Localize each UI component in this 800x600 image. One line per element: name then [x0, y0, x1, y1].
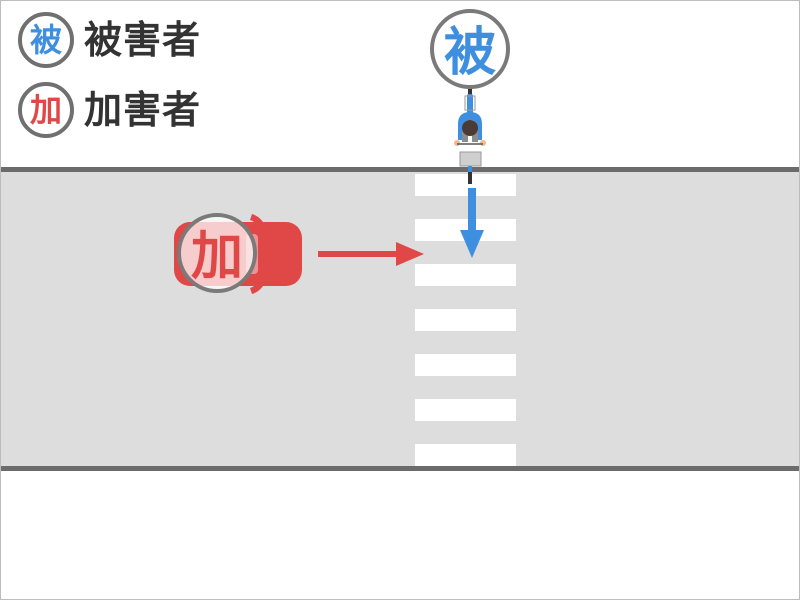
legend-offender-label: 加害者	[84, 88, 202, 132]
victim-direction-arrow	[460, 188, 484, 258]
crosswalk-stripe	[415, 444, 516, 466]
offender-badge: 加	[177, 213, 257, 293]
offender-badge-text: 加	[191, 227, 243, 287]
legend-victim-label: 被害者	[84, 18, 202, 62]
crosswalk-stripe	[415, 399, 516, 421]
road-edge-top	[1, 167, 799, 172]
legend-victim-badge-text: 被	[29, 21, 62, 59]
road-edge-bottom	[1, 466, 799, 471]
legend-victim: 被 被害者	[18, 12, 201, 68]
crosswalk-stripe	[415, 309, 516, 331]
legend-offender-badge-text: 加	[29, 91, 62, 129]
victim-bicycle	[454, 84, 486, 184]
legend-offender-badge: 加	[18, 82, 74, 138]
victim-badge-text: 被	[444, 23, 496, 83]
crosswalk	[415, 174, 516, 466]
crosswalk-stripe	[415, 174, 516, 196]
crosswalk-stripe	[415, 354, 516, 376]
legend-offender: 加 加害者	[18, 82, 201, 138]
victim-badge: 被	[430, 9, 510, 89]
road	[1, 170, 799, 468]
offender-direction-arrow	[318, 242, 424, 266]
crosswalk-stripe	[415, 264, 516, 286]
legend-victim-badge: 被	[18, 12, 74, 68]
